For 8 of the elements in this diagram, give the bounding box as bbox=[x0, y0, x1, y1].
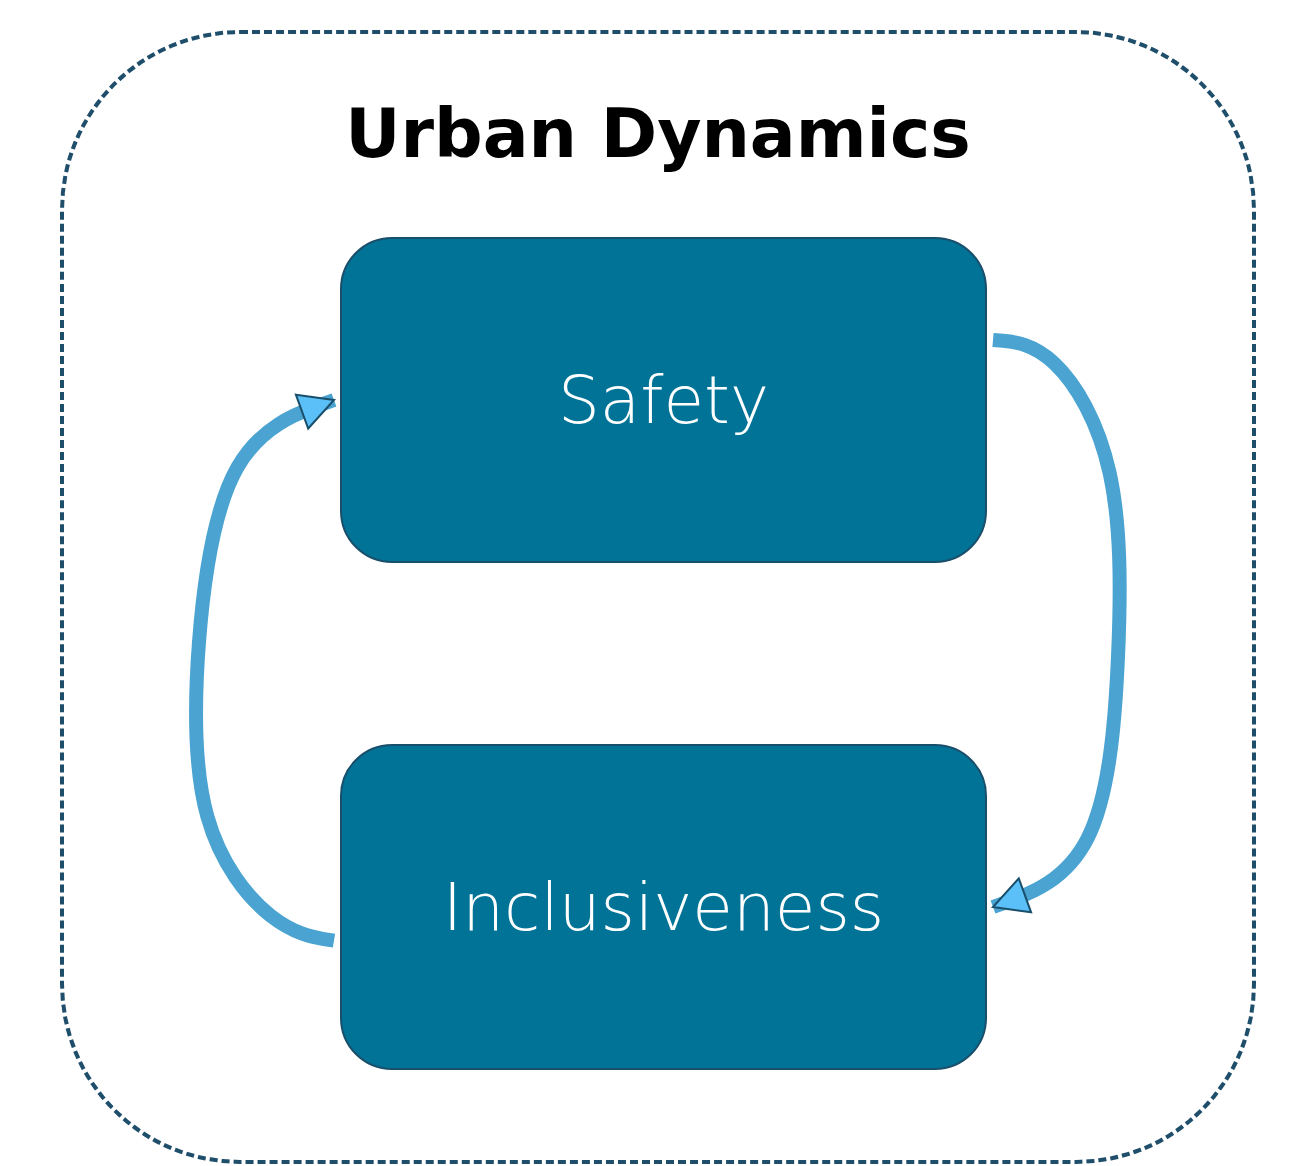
curved-arrow bbox=[990, 333, 1127, 914]
group-heading: Urban Dynamics bbox=[344, 94, 972, 173]
process-box bbox=[340, 744, 987, 1070]
node-label: Inclusiveness bbox=[442, 868, 885, 946]
node-label: Safety bbox=[557, 361, 770, 439]
group-frame bbox=[60, 30, 1256, 1164]
process-box bbox=[340, 237, 987, 563]
curved-arrow bbox=[188, 393, 337, 948]
